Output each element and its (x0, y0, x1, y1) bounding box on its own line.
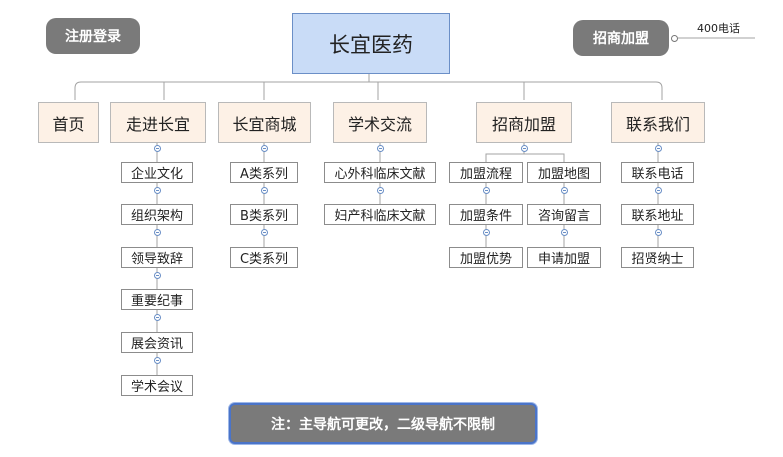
contact-item[interactable]: 联系地址 (621, 204, 694, 225)
franchise-item[interactable]: 加盟优势 (449, 247, 523, 268)
phone-label: 400电话 (697, 22, 740, 35)
collapse-toggle[interactable] (154, 357, 161, 364)
nav-mall[interactable]: 长宜商城 (218, 102, 311, 143)
collapse-toggle[interactable] (377, 187, 384, 194)
collapse-toggle[interactable] (154, 314, 161, 321)
about-item[interactable]: 重要纪事 (121, 289, 193, 310)
franchise-item[interactable]: 申请加盟 (527, 247, 601, 268)
academic-item[interactable]: 心外科临床文献 (324, 162, 436, 183)
franchise-item[interactable]: 加盟地图 (527, 162, 601, 183)
academic-item[interactable]: 妇产科临床文献 (324, 204, 436, 225)
mall-item[interactable]: B类系列 (230, 204, 298, 225)
nav-academic[interactable]: 学术交流 (333, 102, 427, 143)
collapse-toggle[interactable] (655, 187, 662, 194)
collapse-toggle[interactable] (377, 145, 384, 152)
franchise-item[interactable]: 加盟流程 (449, 162, 523, 183)
collapse-toggle[interactable] (483, 187, 490, 194)
collapse-toggle[interactable] (561, 187, 568, 194)
nav-franchise[interactable]: 招商加盟 (476, 102, 572, 143)
contact-item[interactable]: 联系电话 (621, 162, 694, 183)
root-node: 长宜医药 (292, 13, 450, 74)
collapse-toggle[interactable] (521, 145, 528, 152)
contact-item[interactable]: 招贤纳士 (621, 247, 694, 268)
collapse-toggle[interactable] (261, 229, 268, 236)
nav-contact[interactable]: 联系我们 (611, 102, 705, 143)
about-item[interactable]: 领导致辞 (121, 247, 193, 268)
phone-connector-knob (671, 35, 678, 42)
investment-button[interactable]: 招商加盟 (573, 20, 669, 56)
nav-home[interactable]: 首页 (38, 102, 99, 143)
collapse-toggle[interactable] (154, 272, 161, 279)
about-item[interactable]: 企业文化 (121, 162, 193, 183)
collapse-toggle[interactable] (655, 145, 662, 152)
collapse-toggle[interactable] (561, 229, 568, 236)
collapse-toggle[interactable] (154, 145, 161, 152)
about-item[interactable]: 展会资讯 (121, 332, 193, 353)
nav-about[interactable]: 走进长宜 (110, 102, 206, 143)
collapse-toggle[interactable] (261, 187, 268, 194)
franchise-item[interactable]: 加盟条件 (449, 204, 523, 225)
collapse-toggle[interactable] (483, 229, 490, 236)
about-item[interactable]: 组织架构 (121, 204, 193, 225)
collapse-toggle[interactable] (154, 229, 161, 236)
franchise-item[interactable]: 咨询留言 (527, 204, 601, 225)
about-item[interactable]: 学术会议 (121, 375, 193, 396)
mall-item[interactable]: A类系列 (230, 162, 298, 183)
mall-item[interactable]: C类系列 (230, 247, 298, 268)
collapse-toggle[interactable] (261, 145, 268, 152)
collapse-toggle[interactable] (655, 229, 662, 236)
collapse-toggle[interactable] (154, 187, 161, 194)
register-login-button[interactable]: 注册登录 (46, 18, 140, 54)
note-box: 注：主导航可更改，二级导航不限制 (229, 403, 537, 444)
